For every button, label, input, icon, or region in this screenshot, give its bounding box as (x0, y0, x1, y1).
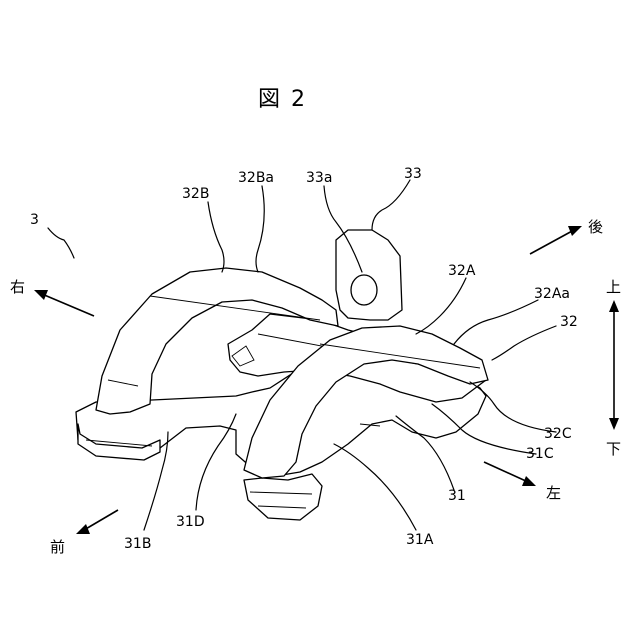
right-foot (244, 474, 322, 520)
label-32C: 32C (544, 426, 572, 442)
label-32Aa: 32Aa (534, 286, 570, 302)
label-32B: 32B (182, 186, 209, 202)
direction-right: 右 (10, 278, 25, 296)
direction-left: 左 (546, 484, 561, 502)
label-33a: 33a (306, 170, 332, 186)
label-3: 3 (30, 212, 39, 228)
figure-title: 図 2 (258, 87, 307, 112)
label-32Ba: 32Ba (238, 170, 274, 186)
label-32: 32 (560, 314, 578, 330)
label-31A: 31A (406, 532, 434, 548)
label-33: 33 (404, 166, 422, 182)
direction-front: 前 (50, 538, 65, 556)
hole-33a (351, 275, 377, 305)
clip-part-drawing (76, 230, 488, 520)
label-32A: 32A (448, 263, 476, 279)
direction-down: 下 (606, 440, 621, 458)
label-31D: 31D (176, 514, 205, 530)
direction-up: 上 (606, 278, 621, 296)
label-31: 31 (448, 488, 466, 504)
label-31C: 31C (526, 446, 554, 462)
tab-33 (336, 230, 402, 320)
label-31B: 31B (124, 536, 151, 552)
direction-rear: 後 (588, 218, 603, 236)
